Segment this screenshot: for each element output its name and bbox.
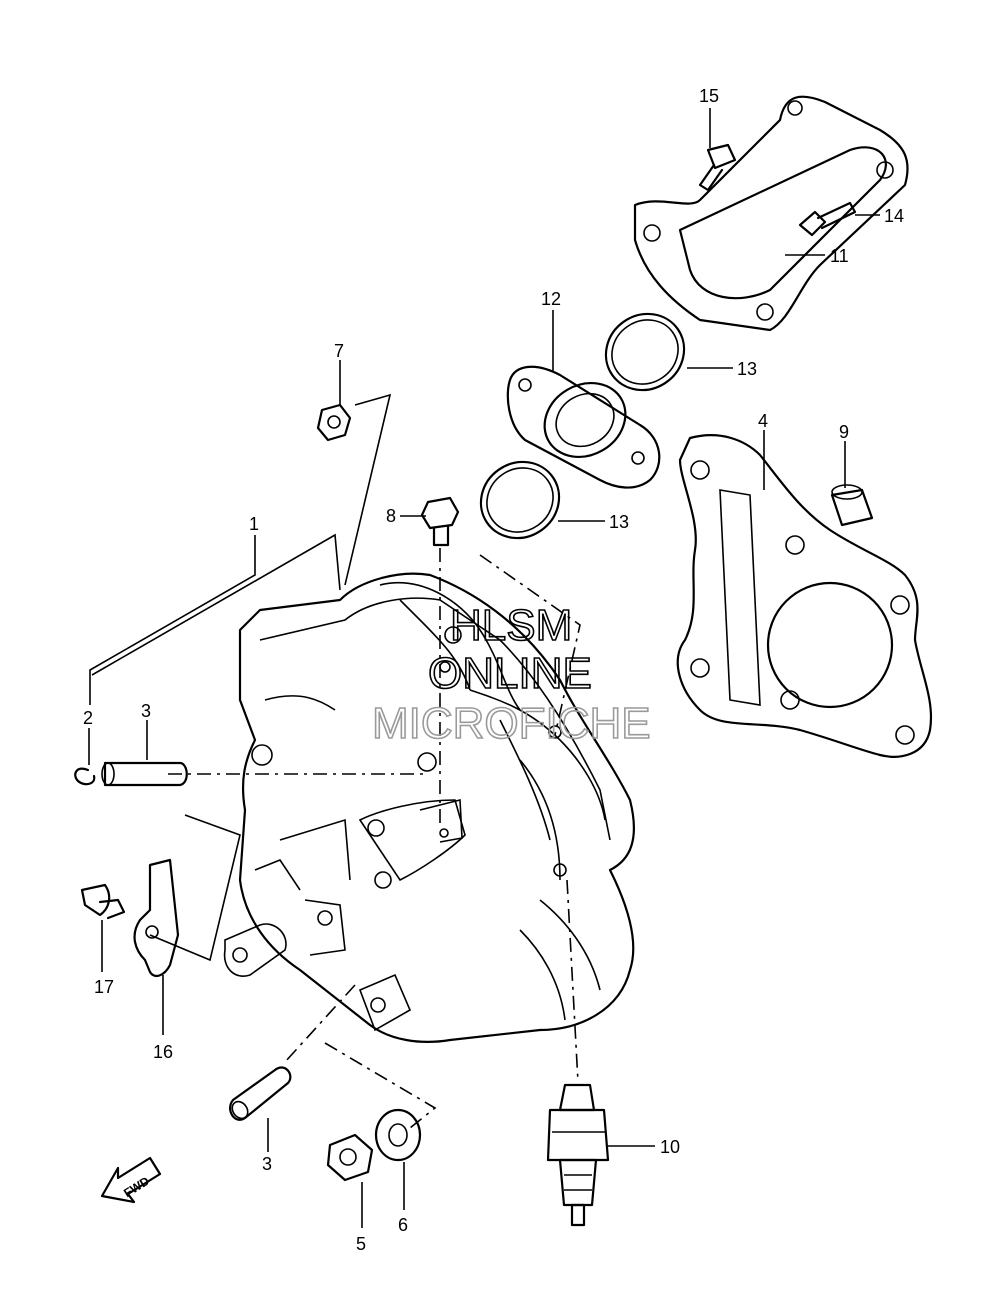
callout-13-lower: 13 bbox=[609, 512, 629, 532]
watermark-line-1: HLSM bbox=[450, 601, 572, 650]
callout-12: 12 bbox=[541, 289, 561, 309]
pin-upper-part-3 bbox=[101, 761, 188, 787]
watermark: HLSM ONLINE MICROFICHE bbox=[371, 600, 651, 749]
callout-9: 9 bbox=[839, 422, 849, 442]
bolt-part-15 bbox=[698, 143, 737, 192]
callout-13-upper: 13 bbox=[737, 359, 757, 379]
screw-part-17 bbox=[80, 883, 126, 920]
nut-part-5 bbox=[326, 1133, 374, 1182]
circlip-part-2 bbox=[74, 767, 96, 786]
bolt-part-14 bbox=[798, 201, 857, 237]
fwd-label: FWD bbox=[121, 1174, 152, 1201]
callout-1: 1 bbox=[249, 514, 259, 534]
callout-11: 11 bbox=[830, 246, 849, 266]
dowel-pin-part-9 bbox=[830, 484, 874, 527]
o-ring-lower-part-13 bbox=[479, 460, 561, 540]
intake-flange-part-12 bbox=[506, 365, 661, 489]
spark-plug-part-10 bbox=[546, 1083, 610, 1227]
callout-16: 16 bbox=[153, 1042, 173, 1062]
callout-3-lower: 3 bbox=[262, 1154, 272, 1174]
callout-17: 17 bbox=[94, 977, 114, 997]
watermark-line-2: ONLINE bbox=[428, 649, 592, 698]
watermark-line-3: MICROFICHE bbox=[372, 699, 651, 748]
o-ring-upper-part-13 bbox=[604, 312, 686, 392]
callout-2: 2 bbox=[83, 708, 93, 728]
callout-5: 5 bbox=[356, 1234, 366, 1254]
callout-7: 7 bbox=[334, 341, 344, 361]
callout-10: 10 bbox=[660, 1137, 680, 1157]
callout-6: 6 bbox=[398, 1215, 408, 1235]
intake-pipe-part-11 bbox=[633, 95, 909, 332]
washer-part-6 bbox=[374, 1108, 422, 1162]
callout-labels: 1 2 3 3 4 5 6 7 8 9 10 11 12 13 13 14 15… bbox=[83, 86, 904, 1254]
callout-14: 14 bbox=[884, 206, 904, 226]
cylinder-head-part-1 bbox=[223, 572, 635, 1043]
bolt-part-8 bbox=[420, 496, 460, 547]
bracket-part-16 bbox=[133, 858, 180, 978]
callout-15: 15 bbox=[699, 86, 719, 106]
centerlines bbox=[168, 548, 581, 1129]
nut-part-7 bbox=[316, 403, 352, 442]
pin-lower-part-3 bbox=[229, 1066, 292, 1121]
fwd-arrow-icon: FWD bbox=[100, 1156, 162, 1204]
gasket-part-4 bbox=[676, 434, 933, 758]
leader-lines bbox=[88, 108, 880, 1228]
callout-4: 4 bbox=[758, 411, 768, 431]
callout-8: 8 bbox=[386, 506, 396, 526]
callout-3-upper: 3 bbox=[141, 701, 151, 721]
